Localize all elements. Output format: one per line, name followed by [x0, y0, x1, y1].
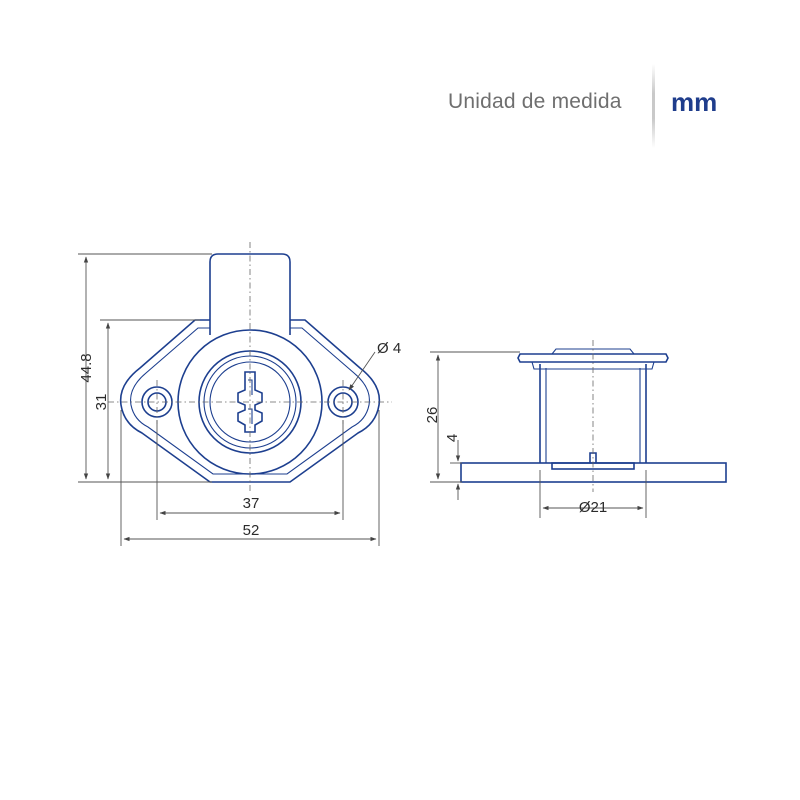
dim-label-overall-width: 52 — [243, 522, 260, 539]
header-divider — [652, 64, 655, 148]
keyway-icon — [237, 371, 263, 433]
side-view — [460, 340, 727, 492]
front-top-tab — [209, 253, 291, 335]
side-cylinder-body — [539, 364, 647, 463]
dim-label-hole-spacing: 37 — [243, 495, 260, 512]
front-cylinder-inner — [209, 361, 291, 443]
dim-label-cylinder-diameter: Ø21 — [579, 499, 607, 516]
dim-label-hole-diameter: Ø 4 — [377, 340, 401, 357]
front-dimensions: 44.8 31 37 52 Ø 4 — [78, 253, 401, 546]
dim-label-flange-height: 31 — [93, 394, 110, 411]
front-view — [108, 242, 392, 492]
unit-value: mm — [671, 87, 718, 117]
dim-label-overall-height: 44.8 — [78, 353, 95, 382]
unit-label: Unidad de medida — [448, 90, 622, 113]
hole-diameter-leader — [348, 351, 376, 391]
keyway-inner-icon — [248, 379, 253, 424]
dim-label-body-height: 26 — [424, 407, 441, 424]
side-dimensions: 26 4 Ø21 — [424, 351, 647, 518]
dim-label-flange-thickness: 4 — [444, 434, 461, 442]
side-top-flange — [517, 353, 669, 363]
side-base-plate — [460, 462, 727, 483]
